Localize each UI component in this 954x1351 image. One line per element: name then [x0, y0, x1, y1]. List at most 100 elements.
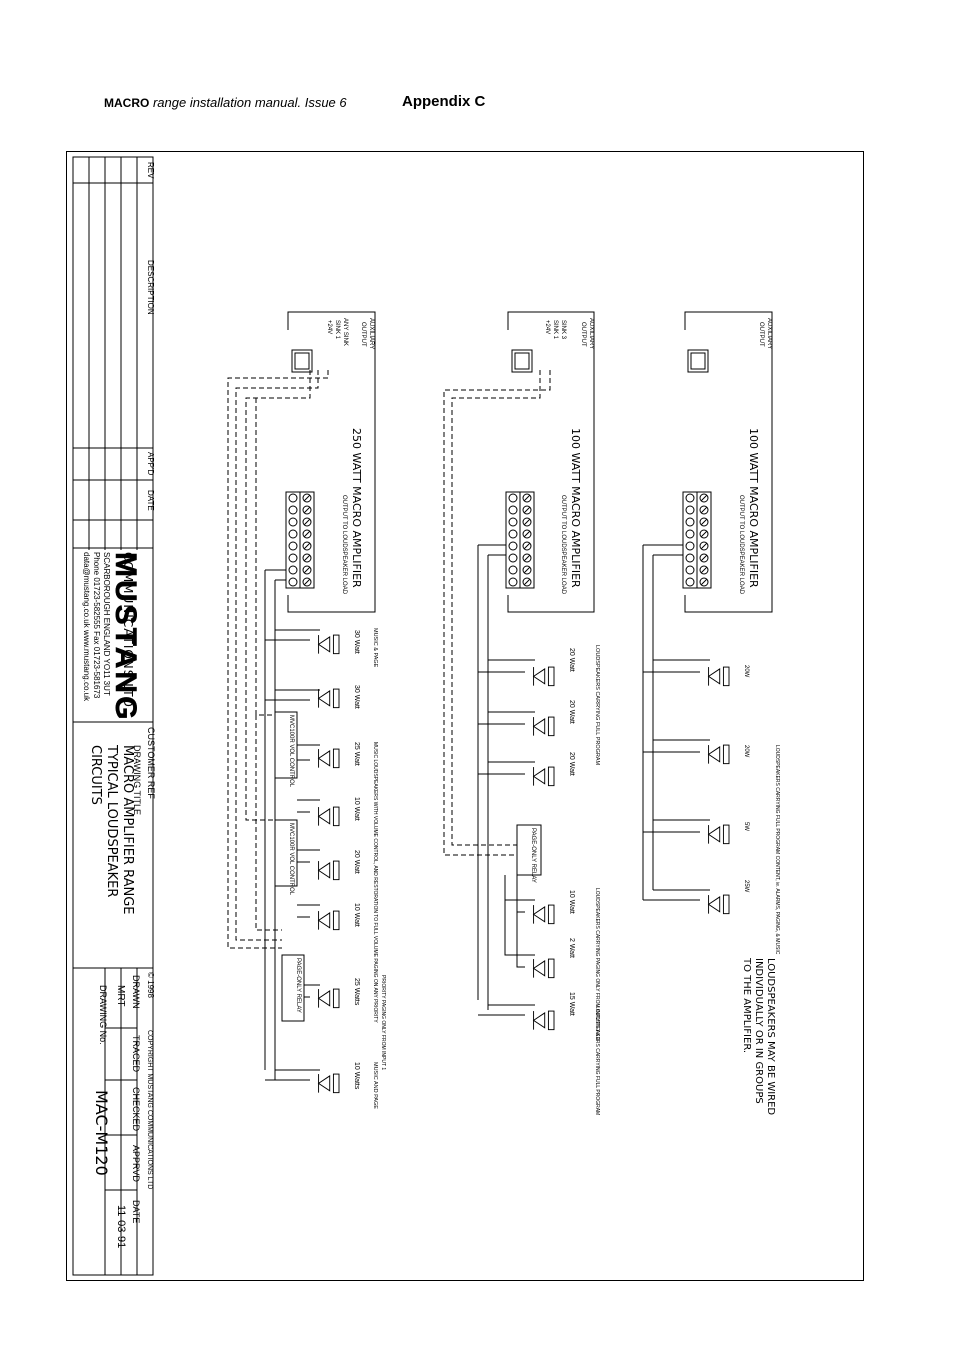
svg-text:20 Watt: 20 Watt: [568, 752, 575, 776]
svg-text:100 WATT MACRO AMPLIFIER: 100 WATT MACRO AMPLIFIER: [569, 428, 582, 588]
svg-text:CUSTOMER REF: CUSTOMER REF: [146, 727, 156, 799]
aux-label-100w-a-2: OUTPUT: [580, 322, 586, 347]
terminal-slot: [303, 554, 311, 562]
terminal-slot: [700, 554, 708, 562]
terminal-screw: [685, 493, 695, 503]
checked-label: CHECKED: [131, 1087, 141, 1132]
aux-pin-100w-a-1: SINK 1: [552, 320, 558, 340]
terminal-screw: [508, 565, 518, 575]
spk-100w-b-3: 25W: [743, 880, 749, 893]
svg-text:COMMUNICATIONS LTD: COMMUNICATIONS LTD: [121, 552, 135, 708]
out-label-250w: OUTPUT TO LOUDSPEAKER LOAD: [341, 495, 347, 595]
svg-text:MVC100R VOL CONTROL: MVC100R VOL CONTROL: [288, 715, 294, 788]
terminal-screw: [508, 577, 518, 587]
appendix-title: Appendix C: [402, 93, 486, 110]
svg-text:20W: 20W: [743, 665, 749, 678]
terminal-slot: [700, 566, 708, 574]
spk-100w-a-2: 20 Watt: [568, 752, 575, 776]
page-header: MACRO range installation manual. Issue 6: [104, 95, 347, 110]
terminal-screw: [685, 565, 695, 575]
terminal-slot: [303, 578, 311, 586]
svg-text:OUTPUT TO LOUDSPEAKER LOAD: OUTPUT TO LOUDSPEAKER LOAD: [738, 495, 744, 595]
note-100w-b-1: LOUDSPEAKERS MAY BE WIRED: [765, 958, 776, 1115]
svg-text:COPYRIGHT MUSTANG COMMUNICATIO: COPYRIGHT MUSTANG COMMUNICATIONS LTD: [146, 1030, 153, 1189]
svg-text:+24V: +24V: [326, 320, 332, 334]
terminal-screw: [685, 553, 695, 563]
svg-text:Phone 01723-582555 Fax 01723-: Phone 01723-582555 Fax 01723-581673: [92, 552, 101, 699]
svg-text:MUSTANG: MUSTANG: [109, 552, 142, 722]
spk-250w-4: 20 Watt: [353, 850, 360, 874]
svg-text:APP'D: APP'D: [146, 452, 155, 476]
svg-text:MUSIC AND PAGE: MUSIC AND PAGE: [372, 1062, 378, 1109]
spk-100w-a-4: 2 Watt: [568, 938, 575, 958]
svg-text:+24V: +24V: [544, 320, 550, 334]
terminal-slot: [303, 506, 311, 514]
svg-text:100 WATT MACRO AMPLIFIER: 100 WATT MACRO AMPLIFIER: [747, 428, 760, 588]
terminal-slot: [303, 542, 311, 550]
svg-text:DRAWING No.: DRAWING No.: [98, 985, 108, 1045]
svg-text:DATE: DATE: [146, 490, 155, 511]
svg-text:25 Watt: 25 Watt: [353, 742, 360, 766]
copyright-year: © 1998: [146, 972, 155, 998]
aux-label-250w: AUXILIARY: [368, 318, 374, 349]
svg-text:20 Watt: 20 Watt: [568, 700, 575, 724]
brand-name: MACRO: [104, 96, 150, 110]
svg-text:TO THE AMPLIFIER.: TO THE AMPLIFIER.: [741, 957, 752, 1053]
drawing-title-line-3: CIRCUITS: [88, 745, 103, 805]
svg-text:PRIORITY PAGING ONLY FROM INPU: PRIORITY PAGING ONLY FROM INPUT 1: [380, 975, 386, 1070]
terminal-screw: [288, 505, 298, 515]
company-phone: Phone 01723-582555 Fax 01723-581673: [92, 552, 101, 699]
svg-text:SINK 1: SINK 1: [552, 320, 558, 340]
date-label: DATE: [131, 1200, 141, 1223]
terminal-slot: [303, 566, 311, 574]
date-col-label: DATE: [146, 490, 155, 511]
circuit-100w-b: [642, 311, 773, 901]
svg-text:OUTPUT: OUTPUT: [758, 322, 764, 347]
terminal-slot: [523, 566, 531, 574]
terminal-slot: [303, 494, 311, 502]
spk-100w-a-3: 10 Watt: [568, 890, 575, 914]
terminal-slot: [523, 530, 531, 538]
module-250w-1: MVC100R VOL CONTROL: [288, 823, 294, 896]
terminal-screw: [685, 505, 695, 515]
svg-text:11-03-91: 11-03-91: [115, 1205, 127, 1248]
svg-text:MACRO AMPLIFIER RANGE: MACRO AMPLIFIER RANGE: [120, 745, 135, 914]
aux-label-100w-a: AUXILIARY: [588, 318, 594, 349]
circuit-100w-a: [443, 311, 595, 1016]
terminal-screw: [508, 493, 518, 503]
terminal-slot: [523, 494, 531, 502]
company-subtitle: COMMUNICATIONS LTD: [121, 552, 135, 708]
apprvd-label: APPRVD: [131, 1145, 141, 1182]
terminal-slot: [523, 554, 531, 562]
spk-100w-b-1: 20W: [743, 745, 749, 758]
terminal-screw: [508, 553, 518, 563]
speakers-100w-b: [708, 666, 730, 915]
traced-label: TRACED: [131, 1035, 141, 1073]
svg-text:MUSIC & PAGE: MUSIC & PAGE: [372, 628, 378, 668]
svg-text:SINK 3: SINK 3: [560, 320, 566, 340]
svg-text:25 Watts: 25 Watts: [353, 978, 360, 1006]
note-250w-2: PRIORITY PAGING ONLY FROM INPUT 1: [380, 975, 386, 1070]
title-block: [72, 156, 154, 1276]
svg-text:250 WATT MACRO AMPLIFIER: 250 WATT MACRO AMPLIFIER: [350, 428, 363, 588]
module-100w-a-0: PAGE-ONLY RELAY: [530, 828, 536, 883]
note-100w-b-0: LOUDSPEAKERS CARRYING FULL PROGRAM CONTE…: [774, 745, 780, 955]
spk-100w-b-2: 5W: [743, 822, 749, 831]
terminal-screw: [288, 529, 298, 539]
svg-text:LOUDSPEAKERS CARRYING FULL PRO: LOUDSPEAKERS CARRYING FULL PROGRAM CONTE…: [774, 745, 780, 955]
module-250w-2: PAGE-ONLY RELAY: [295, 958, 301, 1013]
svg-text:ANY SINK: ANY SINK: [342, 318, 348, 346]
terminal-blocks: [288, 493, 709, 587]
spk-250w-3: 10 Watt: [353, 797, 360, 821]
drawing-title-line-1: MACRO AMPLIFIER RANGE: [120, 745, 135, 914]
svg-text:15 Watt: 15 Watt: [568, 992, 575, 1016]
terminal-screw: [288, 541, 298, 551]
spk-100w-a-0: 20 Watt: [568, 648, 575, 672]
svg-text:OUTPUT: OUTPUT: [360, 322, 366, 347]
svg-text:10 Watts: 10 Watts: [353, 1062, 360, 1090]
drawing-no-label: DRAWING No.: [98, 985, 108, 1045]
terminal-screw: [508, 529, 518, 539]
terminal-screw: [685, 529, 695, 539]
svg-text:CHECKED: CHECKED: [131, 1087, 141, 1132]
svg-text:MUSIC LOUDSPEAKERS WITH VOLUME: MUSIC LOUDSPEAKERS WITH VOLUME CONTROL, …: [372, 742, 378, 1023]
